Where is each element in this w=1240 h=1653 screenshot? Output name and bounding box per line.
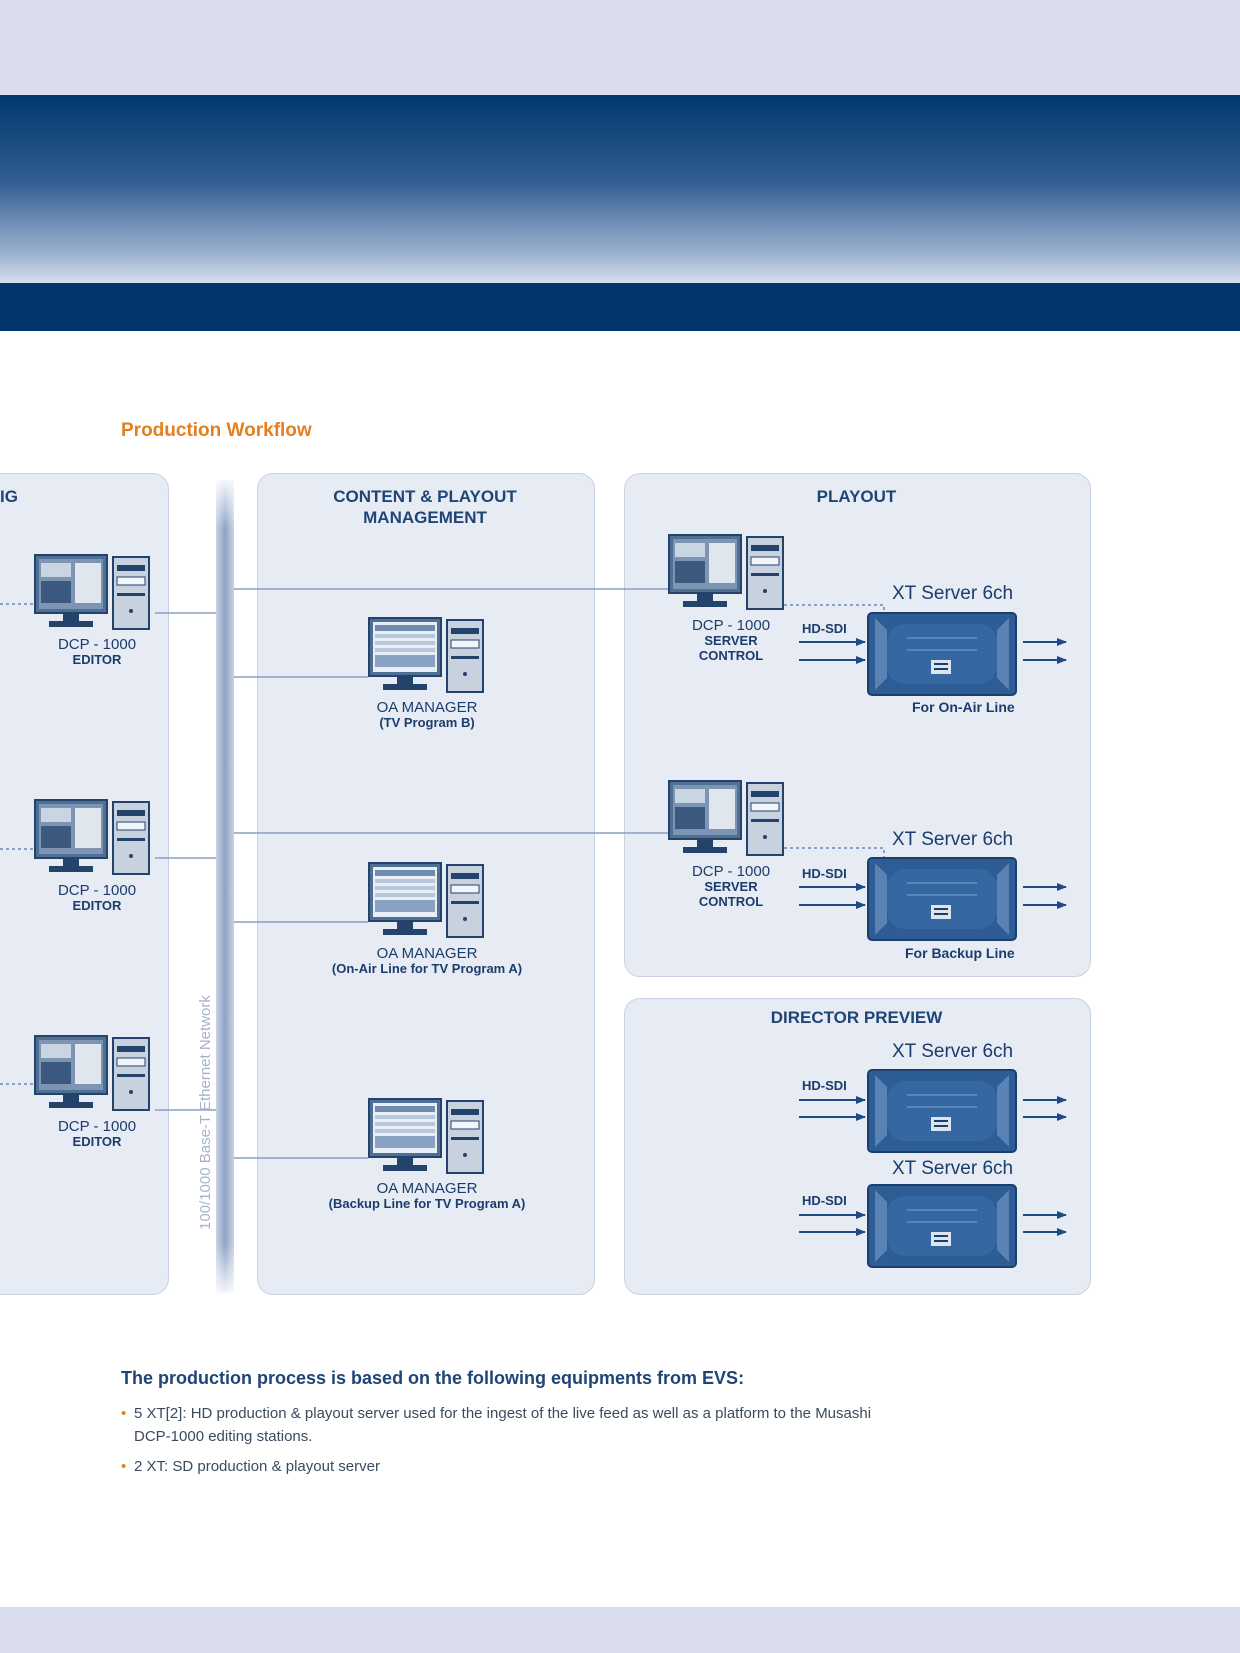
editor-role-1: EDITOR (72, 652, 122, 667)
server-control-role2-2: CONTROL (698, 894, 764, 909)
xt-server-unit-3 (867, 1069, 1017, 1153)
workstation-icon (34, 799, 150, 875)
xt-server-unit-4 (867, 1184, 1017, 1268)
workstation-icon (668, 780, 784, 856)
oa-manager-sub-3: (Backup Line for TV Program A) (328, 1196, 526, 1211)
editor-workstation-1 (33, 553, 153, 638)
hd-sdi-label-2: HD-SDI (802, 866, 847, 881)
xt-server-label-2: XT Server 6ch (892, 829, 1014, 850)
hd-sdi-label-4: HD-SDI (802, 1193, 847, 1208)
workstation-icon (368, 617, 484, 693)
server-control-label-1: DCP - 1000 SERVER CONTROL (671, 618, 791, 663)
editor-label-2: DCP - 1000 EDITOR (37, 883, 157, 913)
equipment-list: 5 XT[2]: HD production & playout server … (121, 1402, 881, 1485)
director-panel-title: DIRECTOR PREVIEW (770, 1008, 943, 1027)
top-band (0, 0, 1240, 95)
oa-manager-workstation-3 (367, 1097, 487, 1182)
oa-manager-name-2: OA MANAGER (376, 945, 478, 962)
workflow-title: Production Workflow (121, 420, 312, 441)
workstation-icon (368, 1098, 484, 1174)
xt-server-unit-2 (867, 857, 1017, 941)
oa-manager-label-2: OA MANAGER (On-Air Line for TV Program A… (297, 946, 557, 976)
editor-role-2: EDITOR (72, 898, 122, 913)
oa-manager-sub-1: (TV Program B) (379, 715, 475, 730)
server-control-role1-2: SERVER (704, 879, 758, 894)
content-panel-title: CONTENT & PLAYOUT MANAGEMENT (257, 486, 593, 528)
editor-workstation-3 (33, 1034, 153, 1119)
workstation-icon (34, 554, 150, 630)
server-control-label-2: DCP - 1000 SERVER CONTROL (671, 864, 791, 909)
xt-server-label-1: XT Server 6ch (892, 583, 1014, 604)
header-gradient-band (0, 95, 1240, 283)
hd-sdi-label-1: HD-SDI (802, 621, 847, 636)
oa-manager-label-3: OA MANAGER (Backup Line for TV Program A… (297, 1181, 557, 1211)
xt-server-line-1: For On-Air Line (912, 699, 1015, 715)
server-control-name-1: DCP - 1000 (691, 617, 771, 634)
list-item: 5 XT[2]: HD production & playout server … (121, 1402, 881, 1448)
oa-manager-workstation-1 (367, 616, 487, 701)
editor-workstation-2 (33, 798, 153, 883)
editor-name-3: DCP - 1000 (57, 1118, 137, 1135)
hd-sdi-label-3: HD-SDI (802, 1078, 847, 1093)
oa-manager-label-1: OA MANAGER (TV Program B) (307, 700, 547, 730)
server-control-workstation-1 (667, 533, 787, 618)
editing-panel-title: IG (0, 487, 18, 506)
equipment-heading: The production process is based on the f… (121, 1368, 745, 1388)
xt-server-unit-1 (867, 612, 1017, 696)
editor-label-3: DCP - 1000 EDITOR (37, 1119, 157, 1149)
editor-label-1: DCP - 1000 EDITOR (37, 637, 157, 667)
editor-name-1: DCP - 1000 (57, 636, 137, 653)
xt-server-label-4: XT Server 6ch (892, 1158, 1014, 1179)
server-control-workstation-2 (667, 779, 787, 864)
server-control-role2-1: CONTROL (698, 648, 764, 663)
xt-server-label-3: XT Server 6ch (892, 1041, 1014, 1062)
header-dark-band (0, 283, 1240, 331)
list-item: 2 XT: SD production & playout server (121, 1455, 881, 1478)
workstation-icon (668, 534, 784, 610)
workstation-icon (34, 1035, 150, 1111)
xt-server-line-2: For Backup Line (905, 945, 1015, 961)
playout-panel-title: PLAYOUT (816, 487, 897, 506)
server-control-name-2: DCP - 1000 (691, 863, 771, 880)
editor-role-3: EDITOR (72, 1134, 122, 1149)
network-label: 100/1000 Base-T Ethernet Network (197, 995, 214, 1230)
content-title-line2: MANAGEMENT (363, 508, 487, 527)
oa-manager-sub-2: (On-Air Line for TV Program A) (331, 961, 523, 976)
editor-name-2: DCP - 1000 (57, 882, 137, 899)
oa-manager-name-1: OA MANAGER (376, 699, 478, 716)
oa-manager-workstation-2 (367, 861, 487, 946)
oa-manager-name-3: OA MANAGER (376, 1180, 478, 1197)
server-control-role1-1: SERVER (704, 633, 758, 648)
workstation-icon (368, 862, 484, 938)
bottom-band (0, 1607, 1240, 1653)
content-title-line1: CONTENT & PLAYOUT (333, 487, 517, 506)
